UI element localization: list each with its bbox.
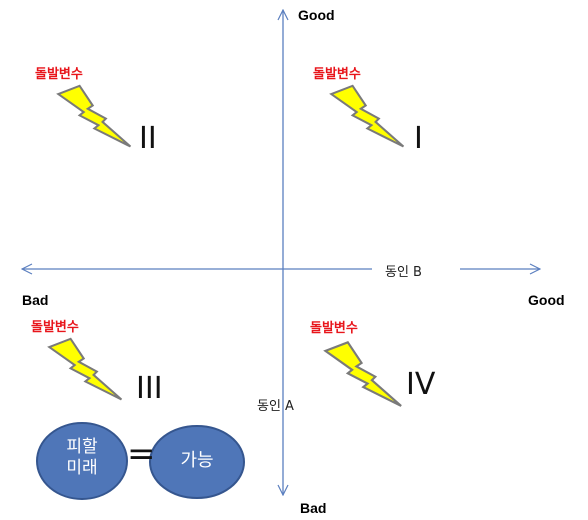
- possible-future-text: 가능: [180, 450, 214, 471]
- quadrant-3-wildcard-label: 돌발변수: [31, 320, 79, 335]
- quadrant-3-numeral: III: [136, 371, 163, 406]
- lightning-bolt-icon: [330, 84, 405, 148]
- horizontal-axis-right-label: Good: [528, 292, 565, 308]
- avoidable-future-ellipse: [36, 422, 128, 500]
- quadrant-2-numeral: II: [139, 121, 157, 156]
- quadrant-2-wildcard-label: 돌발변수: [35, 67, 83, 82]
- avoidable-future-text: 피할 미래: [57, 437, 107, 480]
- lightning-bolt-icon: [48, 337, 123, 401]
- quadrant-1-wildcard-label: 돌발변수: [313, 67, 361, 82]
- vertical-axis-top-label: Good: [298, 7, 335, 23]
- horizontal-axis-left-label: Bad: [22, 292, 49, 308]
- avoidable-future-line2: 미래: [66, 458, 98, 479]
- lightning-bolt-icon: [57, 84, 132, 148]
- quadrant-4-wildcard-label: 돌발변수: [310, 321, 358, 336]
- quadrant-4-numeral: IV: [406, 367, 436, 402]
- avoidable-future-line1: 피할: [66, 437, 98, 457]
- horizontal-axis-name: 동인 B: [385, 265, 422, 280]
- lightning-bolt-icon: [324, 341, 403, 408]
- vertical-axis-bottom-label: Bad: [300, 500, 327, 516]
- vertical-axis-name: 동인 A: [257, 399, 294, 414]
- quadrant-1-numeral: I: [414, 121, 423, 156]
- equals-sign: =: [127, 434, 156, 474]
- possible-future-ellipse: [149, 425, 245, 499]
